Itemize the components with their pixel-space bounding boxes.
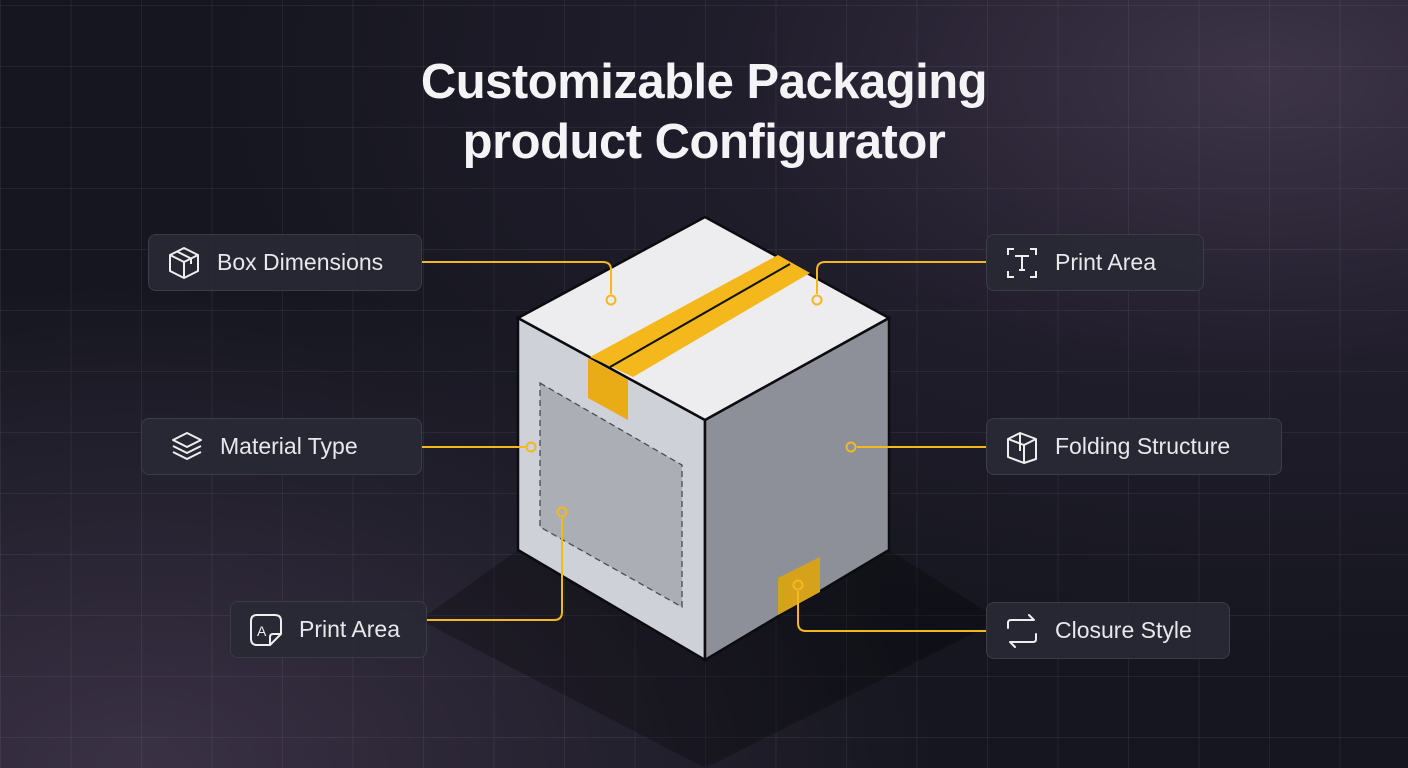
material-type-label[interactable]: Material Type bbox=[141, 418, 422, 475]
box-dimensions-label[interactable]: Box Dimensions bbox=[148, 234, 422, 291]
svg-text:A: A bbox=[257, 623, 267, 639]
layers-icon bbox=[168, 428, 206, 466]
text-frame-icon bbox=[1003, 244, 1041, 282]
box-shadow bbox=[420, 550, 1000, 768]
tape-flap bbox=[588, 358, 628, 420]
text-sticker-icon: A bbox=[247, 611, 285, 649]
tape-seam bbox=[609, 263, 791, 368]
label-text: Print Area bbox=[1055, 249, 1156, 275]
print-area-right-label[interactable]: Print Area bbox=[986, 234, 1204, 291]
label-text: Material Type bbox=[220, 433, 358, 459]
print-area-region bbox=[539, 381, 683, 609]
print-area-left-label[interactable]: A Print Area bbox=[230, 601, 427, 658]
label-text: Box Dimensions bbox=[217, 249, 384, 275]
label-text: Closure Style bbox=[1055, 617, 1192, 643]
page-title: Customizable Packaging product Configura… bbox=[0, 52, 1408, 172]
closure-tape bbox=[778, 557, 820, 615]
closure-style-label[interactable]: Closure Style bbox=[986, 602, 1230, 659]
package-icon bbox=[165, 244, 203, 282]
swap-arrows-icon bbox=[1003, 612, 1041, 650]
label-text: Folding Structure bbox=[1055, 433, 1231, 459]
connector-dots bbox=[525, 294, 857, 591]
folding-structure-label[interactable]: Folding Structure bbox=[986, 418, 1282, 475]
label-text: Print Area bbox=[299, 616, 400, 642]
title-line-1: Customizable Packaging bbox=[420, 55, 988, 109]
title-line-2: product Configurator bbox=[462, 115, 946, 169]
connector-lines bbox=[422, 261, 986, 632]
fold-box-icon bbox=[1003, 428, 1041, 466]
